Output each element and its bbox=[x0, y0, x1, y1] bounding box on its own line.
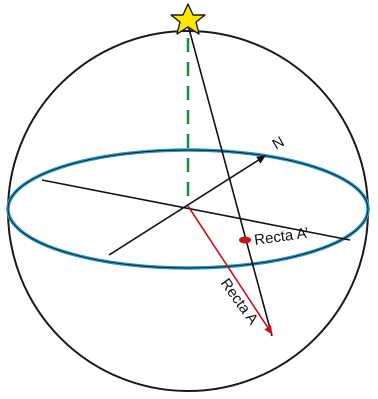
sphere-outline bbox=[8, 31, 368, 391]
star-icon bbox=[171, 4, 205, 34]
dot-icon bbox=[239, 237, 251, 244]
north-label: N bbox=[270, 133, 288, 153]
line-a-prime-label: Recta A’ bbox=[253, 225, 310, 249]
